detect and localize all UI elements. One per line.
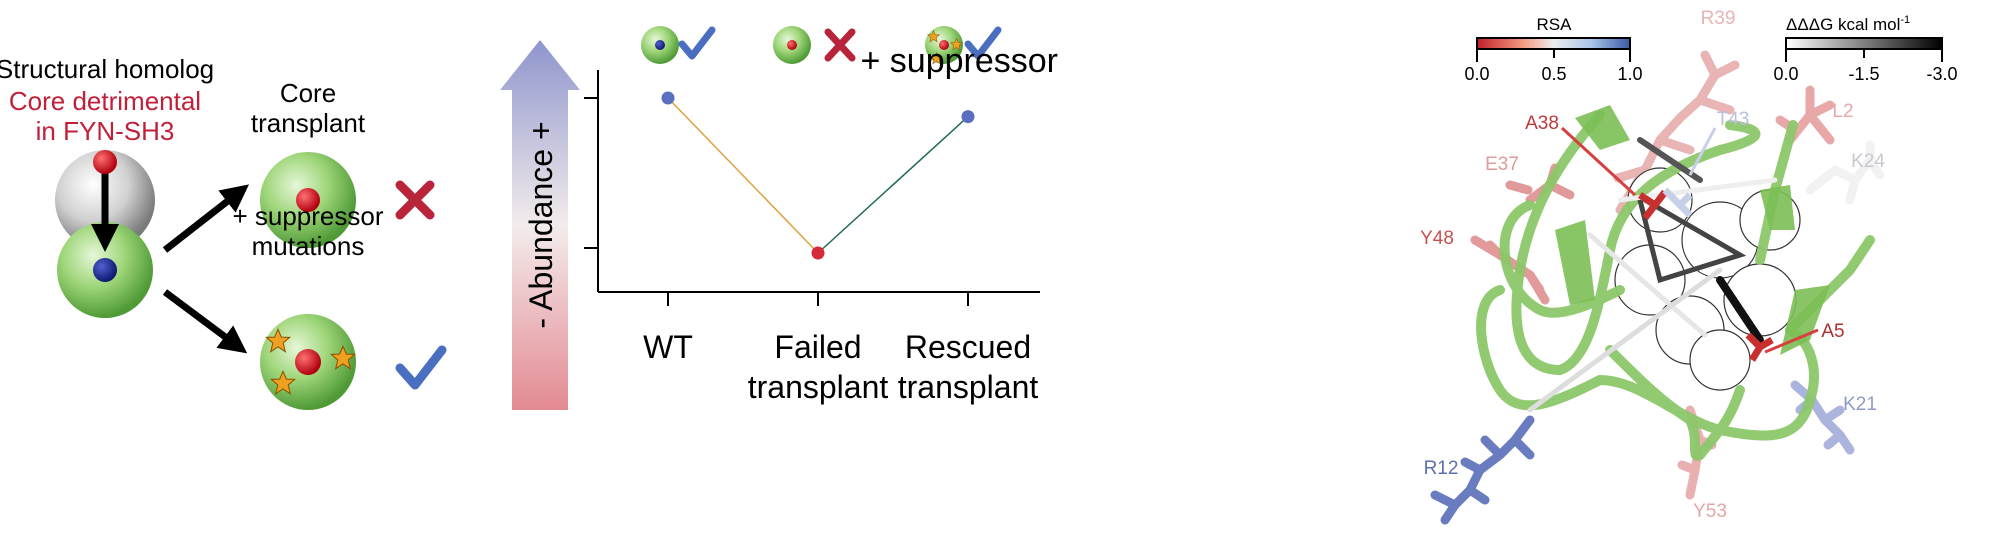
arrow-to-suppressor xyxy=(162,289,248,354)
check-icon xyxy=(964,26,1002,60)
left-panel: Structural homolog Core detrimental in F… xyxy=(0,54,447,410)
homolog-title: Structural homolog xyxy=(0,54,214,84)
arrow-to-transplant xyxy=(162,184,250,253)
residue-label-y53: Y53 xyxy=(1693,501,1727,522)
mutations-label: mutations xyxy=(252,231,365,261)
rescued-mini-core xyxy=(939,40,949,50)
rescued-core-dot xyxy=(295,349,321,375)
residue-label-a38: A38 xyxy=(1525,113,1559,134)
residue-label-k24: K24 xyxy=(1851,151,1885,172)
wt-mini-core xyxy=(655,40,665,50)
residue-t43-sidechain xyxy=(1662,187,1693,218)
cross-icon xyxy=(395,180,435,220)
residue-label-t43: T43 xyxy=(1717,109,1750,130)
ddg-colorbar: ΔΔΔG kcal mol-1 0.0 -1.5 -3.0 xyxy=(1773,14,1957,84)
cross-icon xyxy=(824,28,856,62)
rsa-colorbar: RSA 0.0 0.5 1.0 xyxy=(1464,15,1642,84)
t43-leader-line xyxy=(1688,127,1717,176)
residue-label-r12: R12 xyxy=(1424,458,1459,479)
residue-label-r39: R39 xyxy=(1701,8,1736,29)
a5-leader-line xyxy=(1764,328,1819,354)
residue-a5-sidechain xyxy=(1745,332,1774,362)
failed-mini-core xyxy=(787,40,797,50)
ddg-tick: -3.0 xyxy=(1926,64,1957,84)
data-point-rescued-transplant xyxy=(961,110,975,124)
fyn-sh3-label: in FYN-SH3 xyxy=(36,116,175,146)
rsa-tick: 1.0 xyxy=(1617,64,1642,84)
residue-l2-sidechain xyxy=(1775,85,1835,145)
data-point-wt xyxy=(661,91,675,105)
residue-k24-sidechain xyxy=(1805,140,1885,205)
x-tick-label: transplant xyxy=(748,369,889,405)
x-tick-label: Rescued xyxy=(905,329,1031,365)
rsa-tick: 0.5 xyxy=(1541,64,1566,84)
abundance-arrow xyxy=(500,40,580,410)
rsa-title: RSA xyxy=(1537,15,1573,34)
residue-labels: R39 A38 T43 L2 K24 E37 Y48 A5 K21 R12 Y5… xyxy=(1420,8,1885,522)
a38-leader-line xyxy=(1560,126,1637,197)
core-detrimental-label: Core detrimental xyxy=(9,86,201,116)
suppressor-label: + suppressor xyxy=(232,201,383,231)
residue-label-a5: A5 xyxy=(1821,321,1844,342)
abundance-chart: - Abundance + WT Failed transplant Rescued t… xyxy=(500,26,1058,410)
status-icons xyxy=(641,26,1002,65)
residue-y48-sidechain xyxy=(1470,235,1550,305)
y-axis-label: - Abundance + xyxy=(523,121,559,328)
ddg-tick: -1.5 xyxy=(1848,64,1879,84)
red-core-dot xyxy=(93,150,117,174)
check-icon xyxy=(678,26,716,60)
residue-label-l2: L2 xyxy=(1832,101,1853,122)
check-icon xyxy=(395,345,447,390)
x-tick-label: WT xyxy=(643,329,693,365)
residue-r12-sidechain xyxy=(1430,415,1535,525)
transplant-core-dot xyxy=(296,188,320,212)
blue-core-dot xyxy=(93,258,117,282)
protein-structure xyxy=(1430,50,1885,525)
residue-label-y48: Y48 xyxy=(1420,228,1454,249)
ddg-tick: 0.0 xyxy=(1773,64,1798,84)
suppressor-annotation: + suppressor xyxy=(861,42,1059,80)
residue-r39-sidechain xyxy=(1613,50,1740,215)
residue-label-k21: K21 xyxy=(1843,394,1877,415)
x-tick-label: transplant xyxy=(898,369,1039,405)
line-segment xyxy=(817,116,969,254)
transplant-label: transplant xyxy=(251,108,366,138)
residue-a38-sidechain xyxy=(1638,189,1668,221)
rsa-tick: 0.0 xyxy=(1464,64,1489,84)
ddg-title: ΔΔΔG kcal mol-1 xyxy=(1786,14,1910,34)
residue-label-e37: E37 xyxy=(1485,154,1519,175)
x-tick-label: Failed xyxy=(774,329,861,365)
data-point-failed-transplant xyxy=(811,246,825,260)
line-segment xyxy=(667,97,819,254)
core-label: Core xyxy=(280,78,336,108)
structure-panel: RSA 0.0 0.5 1.0 ΔΔΔG kcal mol-1 0.0 -1.5… xyxy=(1420,8,1958,525)
